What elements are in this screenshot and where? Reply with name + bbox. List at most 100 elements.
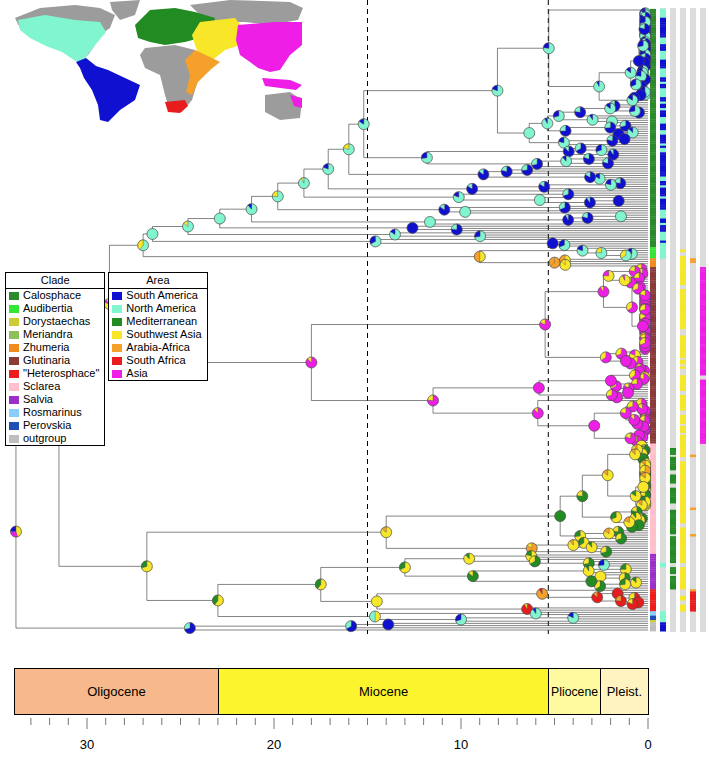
branch	[592, 548, 648, 549]
pie-outline	[596, 247, 607, 258]
branch	[311, 324, 545, 325]
area-mark	[690, 609, 696, 612]
area-mark	[660, 16, 666, 19]
ancestral-pie	[582, 212, 593, 223]
area-mark	[680, 351, 686, 354]
area-mark	[690, 596, 696, 599]
pie-slice	[532, 158, 537, 165]
area-mark	[660, 168, 666, 171]
area-mark	[680, 366, 686, 369]
clade-bar	[650, 452, 656, 455]
ancestral-pie	[439, 204, 450, 215]
clade-bar	[650, 594, 656, 597]
pie-slice	[563, 189, 569, 196]
pie-slice	[522, 164, 533, 175]
clade-bar	[650, 68, 656, 71]
pie-outline	[214, 213, 225, 224]
pie-outline	[421, 152, 432, 163]
area-mark	[680, 605, 686, 608]
clade-bar	[650, 291, 656, 294]
ancestral-pie	[640, 290, 651, 301]
area-mark	[680, 338, 686, 341]
pie-outline	[474, 251, 485, 262]
clade-bar	[650, 609, 656, 612]
clade-bar	[650, 598, 656, 601]
clade-bar	[650, 602, 656, 605]
area-mark	[690, 598, 696, 601]
area-mark	[660, 24, 666, 27]
area-mark	[670, 510, 676, 513]
area-mark	[680, 441, 686, 444]
area-mark	[680, 463, 686, 466]
clade-bar	[650, 243, 656, 246]
area-mark	[660, 119, 666, 122]
area-mark	[660, 627, 666, 630]
clade-bar	[650, 276, 656, 279]
clade-bar	[650, 572, 656, 575]
ancestral-pie	[421, 152, 432, 163]
ancestral-pie	[583, 153, 594, 164]
clade-bar	[650, 355, 656, 358]
column-ground	[690, 8, 696, 632]
pie-slice	[582, 212, 593, 223]
area-mark	[680, 503, 686, 506]
area-mark	[660, 22, 666, 25]
ancestral-pie	[358, 119, 369, 130]
pie-slice	[563, 214, 574, 225]
area-mark	[680, 296, 686, 299]
clade-bar	[650, 369, 656, 372]
ancestral-pie	[577, 245, 588, 256]
clade-bar	[650, 271, 656, 274]
area-mark	[700, 384, 706, 387]
pie-outline	[492, 85, 503, 96]
clade-bar	[650, 567, 656, 570]
area-mark	[670, 545, 676, 548]
area-mark	[670, 560, 676, 563]
clade-bar	[650, 106, 656, 109]
area-mark	[680, 512, 686, 515]
area-mark	[660, 88, 666, 91]
ancestral-pie	[596, 247, 607, 258]
ancestral-pie	[559, 202, 570, 213]
area-mark	[680, 265, 686, 268]
column-ground	[660, 8, 666, 632]
area-mark	[660, 172, 666, 175]
area-mark	[680, 607, 686, 610]
area-mark	[660, 44, 666, 47]
clade-bar	[650, 185, 656, 188]
area-mark	[680, 494, 686, 497]
branch	[538, 425, 594, 426]
ancestral-pie	[607, 135, 618, 146]
ancestral-pie	[543, 43, 554, 54]
clade-bar	[650, 227, 656, 230]
area-mark	[700, 428, 706, 431]
area-mark	[660, 174, 666, 177]
area-mark	[660, 73, 666, 76]
area-mark	[700, 408, 706, 411]
clade-bar	[650, 530, 656, 533]
clade-bar	[650, 382, 656, 385]
clade-bar	[650, 622, 656, 625]
ancestral-pie	[619, 134, 630, 145]
branch	[218, 584, 321, 585]
area-mark	[660, 124, 666, 127]
pie-outline	[575, 143, 586, 154]
area-mark	[680, 560, 686, 563]
ancestral-pie	[630, 79, 641, 90]
pie-outline	[553, 110, 564, 121]
pie-slice	[424, 216, 435, 227]
pie-slice	[451, 224, 462, 235]
clade-bar	[650, 375, 656, 378]
pie-outline	[524, 128, 535, 139]
pie-slice	[638, 40, 649, 51]
area-mark	[680, 578, 686, 581]
area-mark	[660, 126, 666, 129]
branch	[375, 613, 536, 614]
area-mark	[660, 95, 666, 98]
area-mark	[660, 232, 666, 235]
area-mark	[680, 320, 686, 323]
branch	[564, 140, 612, 141]
pie-slice	[543, 43, 554, 54]
pie-slice	[566, 214, 569, 220]
clade-bar	[650, 99, 656, 102]
